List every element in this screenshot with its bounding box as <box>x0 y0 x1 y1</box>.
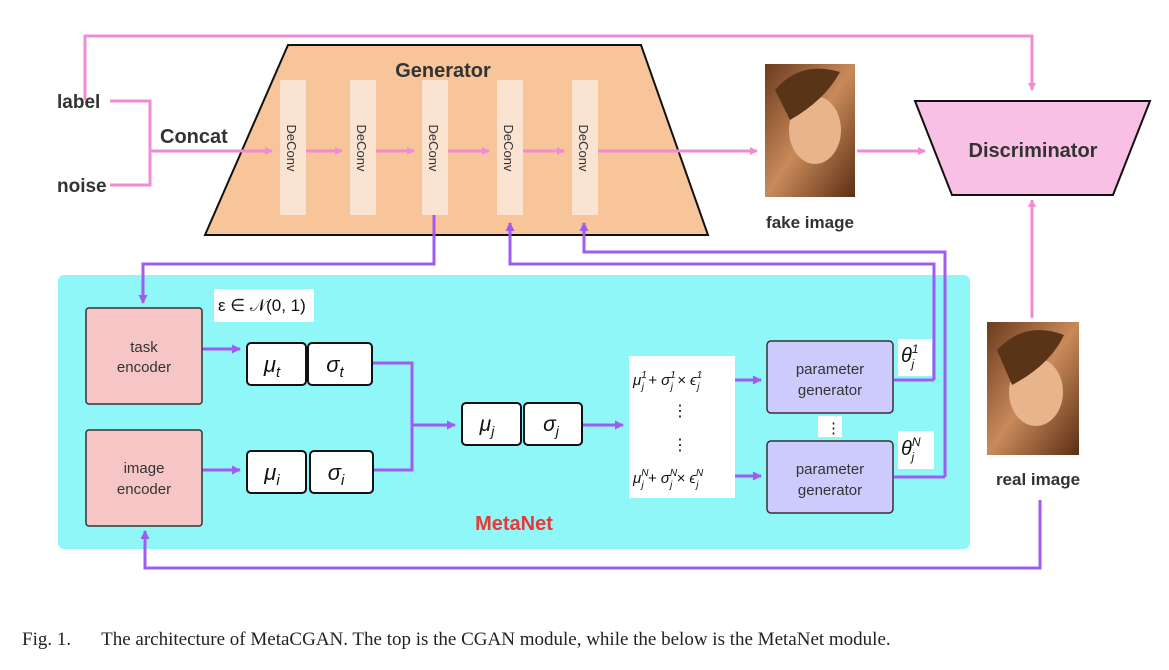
mu-j-box: μj <box>461 402 522 446</box>
ellipsis: ⋮ <box>826 420 841 437</box>
ellipsis: ⋮ <box>672 437 688 454</box>
sampling-box <box>629 356 735 498</box>
theta-1-box <box>898 339 932 376</box>
svg-text:σi: σi <box>328 460 345 489</box>
svg-text:μt: μt <box>263 352 281 381</box>
svg-text:encoder: encoder <box>117 481 171 498</box>
svg-text:μi: μi <box>263 460 280 489</box>
svg-text:parameter: parameter <box>796 461 864 478</box>
metanet-connections <box>138 215 1042 570</box>
parameter-generator-n: parameter generator <box>766 440 894 514</box>
noise-input: noise <box>57 176 107 197</box>
svg-text:parameter: parameter <box>796 361 864 378</box>
figure-number: Fig. 1. <box>22 629 72 650</box>
caption-text: The architecture of MetaCGAN. The top is… <box>101 629 891 650</box>
epsilon-box <box>214 289 314 322</box>
generator-title: Generator <box>395 60 491 82</box>
svg-text:DeConv: DeConv <box>284 125 299 172</box>
figure-caption: Fig. 1. The architecture of MetaCGAN. The… <box>22 629 891 651</box>
task-encoder: task encoder <box>85 307 203 405</box>
svg-text:σj: σj <box>543 413 560 439</box>
svg-text:σt: σt <box>326 352 344 381</box>
concat-label: Concat <box>160 126 228 148</box>
svg-text:DeConv: DeConv <box>426 125 441 172</box>
discriminator-label: Discriminator <box>969 140 1098 162</box>
parameter-generator-1: parameter generator <box>766 340 894 414</box>
svg-text:generator: generator <box>798 382 862 399</box>
sigma-i-box: σi <box>309 450 374 494</box>
metanet-title: MetaNet <box>475 513 553 535</box>
fake-image-label: fake image <box>766 213 854 232</box>
svg-text:encoder: encoder <box>117 359 171 376</box>
svg-text:μj: μj <box>479 413 496 439</box>
deconv-layer: DeConv <box>350 80 376 215</box>
svg-text:DeConv: DeConv <box>576 125 591 172</box>
fake-image-photo <box>765 64 855 197</box>
ellipsis: ⋮ <box>672 403 688 420</box>
deconv-layer: DeConv <box>422 80 448 215</box>
deconv-layer: DeConv <box>572 80 598 215</box>
label-input: label <box>57 92 100 113</box>
deconv-layer: DeConv <box>497 80 523 215</box>
mu-t-box: μt <box>246 342 307 386</box>
mu-i-box: μi <box>246 450 307 494</box>
param-ellipsis-box <box>818 416 842 437</box>
discriminator-shape <box>913 100 1152 196</box>
sigma-j-box: σj <box>523 402 583 446</box>
real-image-photo <box>987 322 1079 455</box>
sigma-t-box: σt <box>307 342 373 386</box>
deconv-layer: DeConv <box>280 80 306 215</box>
image-encoder: image encoder <box>85 429 203 527</box>
theta-n-box <box>898 431 934 469</box>
svg-text:DeConv: DeConv <box>354 125 369 172</box>
svg-text:task: task <box>130 339 158 356</box>
svg-text:DeConv: DeConv <box>501 125 516 172</box>
cgan-connections <box>83 34 1036 318</box>
epsilon-label: ε ∈ 𝒩(0, 1) <box>218 296 306 315</box>
svg-text:image: image <box>124 460 165 477</box>
svg-text:generator: generator <box>798 482 862 499</box>
real-image-label: real image <box>996 470 1080 489</box>
